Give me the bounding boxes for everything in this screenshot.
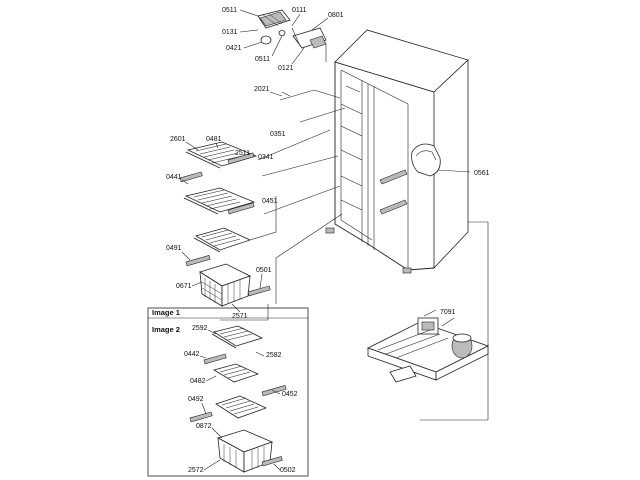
- inset-basket: [216, 429, 283, 473]
- label-2511: 2511: [235, 150, 250, 157]
- freezer-shelf-1: [185, 141, 258, 169]
- label-0131: 0131: [222, 29, 238, 36]
- freezer-shelf-2: [179, 171, 256, 215]
- label-2021: 2021: [254, 86, 270, 93]
- label-2582: 2582: [266, 352, 282, 359]
- label-0801: 0801: [328, 12, 344, 19]
- inset-shelf-3: [189, 395, 268, 423]
- inset-shelf-1: [203, 325, 264, 365]
- label-0482: 0482: [190, 378, 206, 385]
- label-0511-mid: 0511: [255, 56, 270, 63]
- label-0341: 0341: [258, 154, 274, 161]
- label-0501: 0501: [256, 267, 272, 274]
- freezer-shelf-3: [185, 227, 252, 267]
- inset-title-image1: Image 1: [152, 308, 180, 317]
- label-0561: 0561: [474, 170, 490, 177]
- label-2571: 2571: [232, 313, 248, 320]
- label-2601: 2601: [170, 136, 186, 143]
- machine-compartment: [366, 309, 490, 383]
- label-0502: 0502: [280, 467, 296, 474]
- part-labels: 0511 0111 0801 0131 0421 0511 0121 2021 …: [152, 7, 490, 474]
- image-inset: [147, 307, 309, 477]
- label-2572: 2572: [188, 467, 204, 474]
- label-0351: 0351: [270, 131, 286, 138]
- label-0671: 0671: [176, 283, 192, 290]
- label-0421: 0421: [226, 45, 242, 52]
- label-0111: 0111: [292, 7, 307, 14]
- label-0491: 0491: [166, 245, 182, 252]
- label-0441: 0441: [166, 174, 182, 181]
- freezer-basket: [199, 263, 271, 307]
- label-0121: 0121: [278, 65, 294, 72]
- label-0511-top: 0511: [222, 7, 237, 14]
- inset-shelf-2: [212, 363, 287, 397]
- refrigerator-cabinet: [325, 29, 469, 274]
- inset-title-image2: Image 2: [152, 325, 180, 334]
- leader-lines: [220, 44, 489, 421]
- label-0452: 0452: [282, 391, 298, 398]
- label-0451: 0451: [262, 198, 278, 205]
- label-0872: 0872: [196, 423, 212, 430]
- damper-assembly: [257, 9, 327, 49]
- label-0481: 0481: [206, 136, 222, 143]
- label-7091: 7091: [440, 309, 456, 316]
- label-2592: 2592: [192, 325, 208, 332]
- label-0492: 0492: [188, 396, 204, 403]
- label-0442: 0442: [184, 351, 200, 358]
